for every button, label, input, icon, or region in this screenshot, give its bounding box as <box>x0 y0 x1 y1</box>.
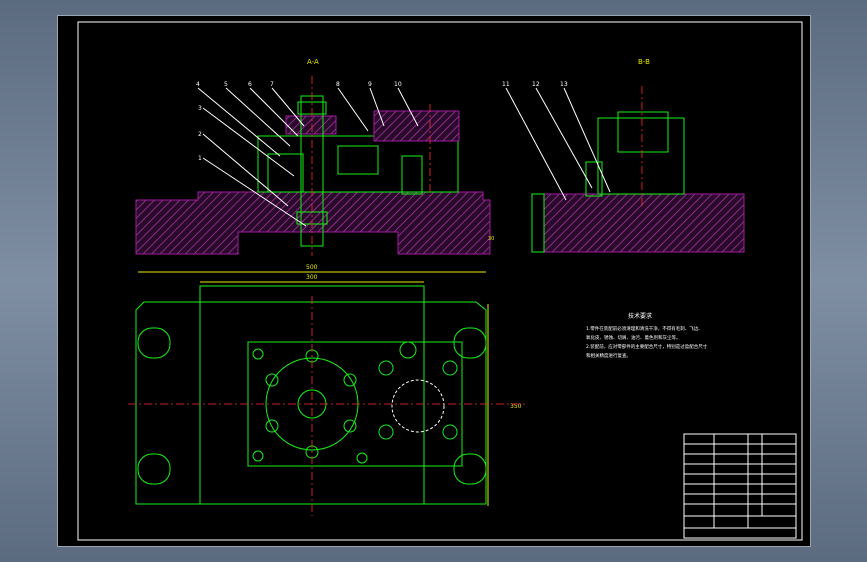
title-block <box>683 433 797 539</box>
tech-title: 技术要求 <box>628 312 652 320</box>
cad-drawing: A-A 4 5 6 <box>77 21 803 541</box>
dim-right-height: 350 <box>510 403 522 410</box>
part-number: 6 <box>248 81 252 88</box>
part-number: 13 <box>560 81 568 88</box>
top-view: 500 300 350 <box>128 264 528 516</box>
tech-requirements: 技术要求 1.零件在装配前必须清理和清洗干净，不得有毛刺、飞边、 氧化皮、锈蚀、… <box>586 312 708 359</box>
part-number: 12 <box>532 81 540 88</box>
section-label-a: A-A <box>307 58 319 66</box>
section-label-b: B-B <box>638 58 650 66</box>
dim-base-thickness: 30 <box>488 236 494 242</box>
part-number: 10 <box>394 81 402 88</box>
part-number: 1 <box>198 155 202 162</box>
part-number: 3 <box>198 105 202 112</box>
part-number: 2 <box>198 131 202 138</box>
dim-overall-width: 500 <box>306 264 318 271</box>
part-number: 8 <box>336 81 340 88</box>
tech-line: 氧化皮、锈蚀、切屑、油污、着色剂和灰尘等。 <box>586 334 681 341</box>
dim-inner-width: 300 <box>306 274 318 281</box>
part-number: 5 <box>224 81 228 88</box>
section-b-view: 11 12 13 <box>502 81 745 253</box>
tech-line: 2.装配前，应对零部件的主要配合尺寸，特别是过盈配合尺寸 <box>586 343 708 350</box>
part-number: 4 <box>196 81 200 88</box>
tech-line: 和相关精度进行复查。 <box>586 352 631 359</box>
part-number: 9 <box>368 81 372 88</box>
drawing-frame <box>77 21 803 541</box>
part-number: 11 <box>502 81 510 88</box>
tech-line: 1.零件在装配前必须清理和清洗干净，不得有毛刺、飞边、 <box>586 325 703 332</box>
drawing-viewport[interactable]: A-A 4 5 6 <box>57 15 811 547</box>
part-number: 7 <box>270 81 274 88</box>
section-a-view: 4 5 6 7 8 9 10 3 2 1 30 <box>135 76 494 256</box>
